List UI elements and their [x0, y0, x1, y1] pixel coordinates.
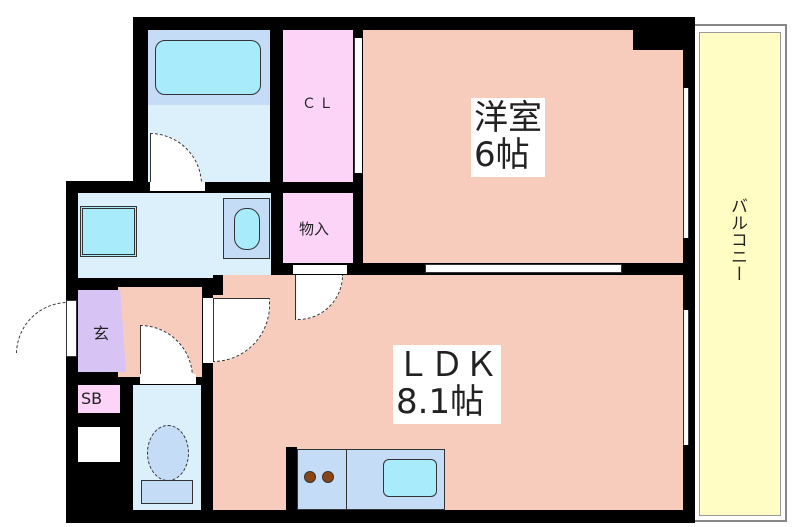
- toilet-bowl: [147, 425, 189, 481]
- front-door-frame: [66, 300, 77, 357]
- basin-bowl: [234, 208, 260, 250]
- western-room-size: 6帖: [474, 135, 530, 176]
- stove-burner-icon: [304, 471, 316, 483]
- storage-door-sill: [293, 265, 347, 274]
- kitchen-sink: [383, 459, 437, 497]
- kitchen-wall: [286, 447, 297, 510]
- closet-label: ＣＬ: [300, 95, 338, 113]
- storage-label: 物入: [297, 220, 332, 239]
- entrance-label: 玄: [93, 324, 110, 343]
- pillar: [633, 30, 683, 50]
- balcony-label: バルコニー: [727, 195, 747, 284]
- ldk-label: ＬＤＫ 8.1帖: [393, 345, 501, 424]
- ldk-door-frame: [203, 298, 213, 363]
- front-door[interactable]: [16, 302, 68, 354]
- bathroom-door-sill: [150, 182, 205, 191]
- storage-box: [78, 427, 120, 462]
- western-room-name: 洋室: [474, 98, 542, 138]
- toilet-tank: [141, 480, 193, 504]
- ldk-wall: [213, 275, 223, 295]
- kitchen-divider: [346, 449, 347, 510]
- washing-machine: [80, 206, 137, 257]
- ldk-size: 8.1帖: [396, 382, 485, 423]
- shoebox-label: SB: [81, 389, 103, 408]
- ldk-name: ＬＤＫ: [396, 345, 498, 385]
- bathtub: [155, 40, 261, 95]
- closet-door[interactable]: [354, 38, 362, 173]
- western-room-label: 洋室 6帖: [471, 98, 545, 177]
- toilet-door-sill: [140, 374, 196, 384]
- sliding-door[interactable]: [425, 264, 622, 273]
- stove-burner-icon: [322, 471, 334, 483]
- western-window[interactable]: [683, 88, 689, 238]
- ldk-window[interactable]: [683, 310, 689, 445]
